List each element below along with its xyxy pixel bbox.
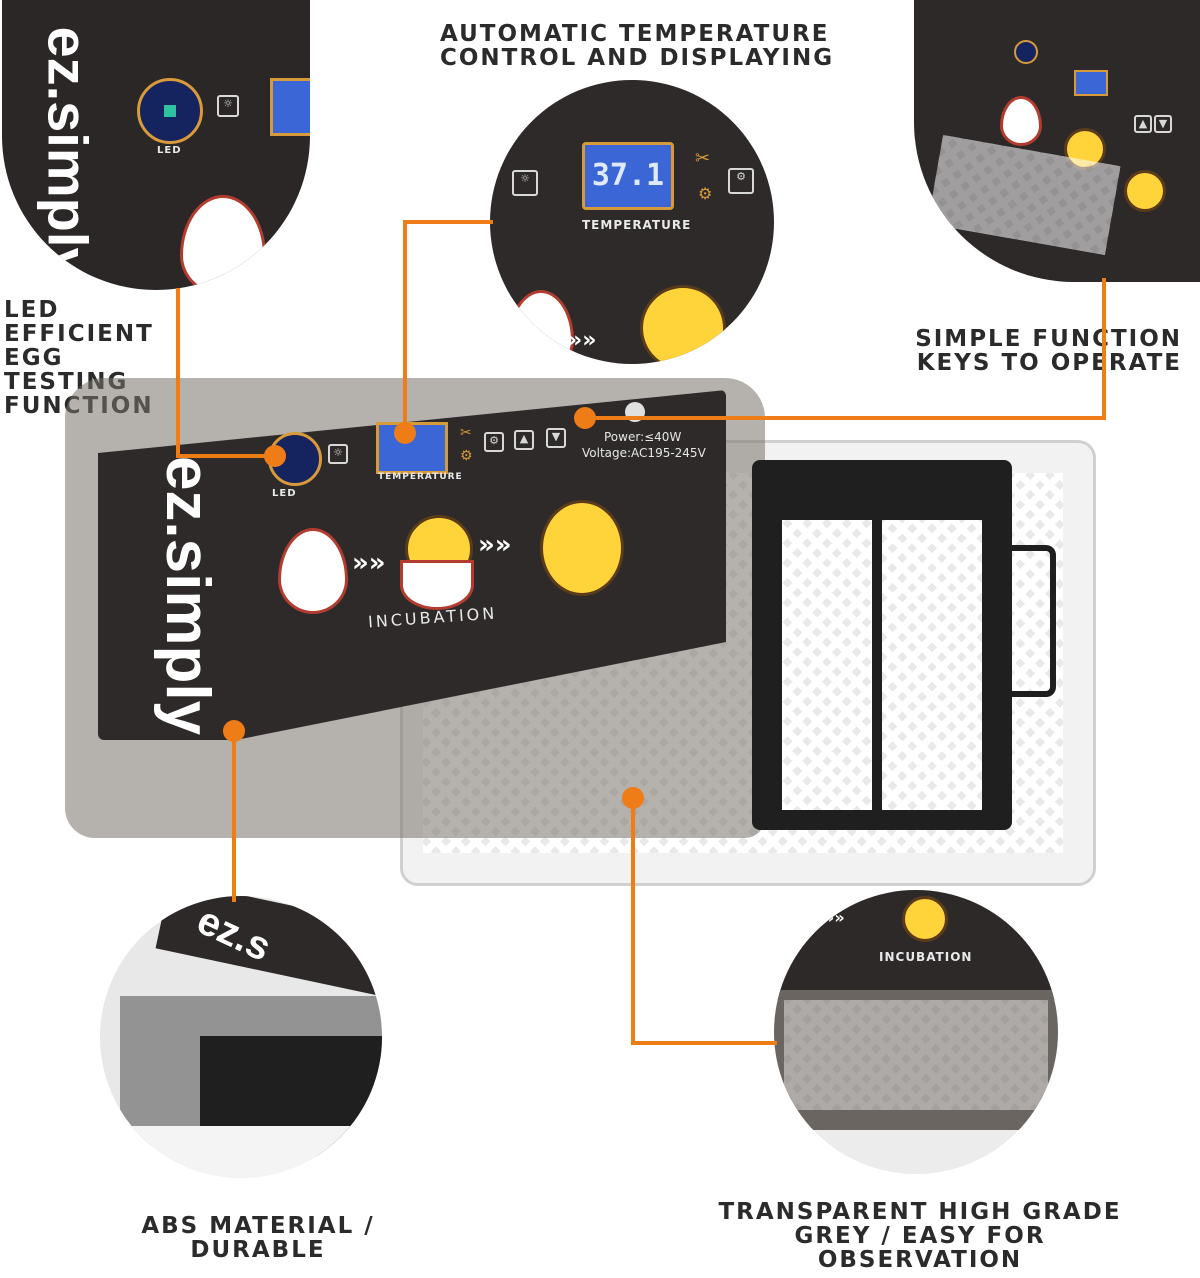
leader-led [176,288,180,458]
down-button: ▼ [546,428,566,448]
led-indicator [164,105,176,117]
leader-temp-h [403,220,493,224]
temperature-label: TEMPERATURE [378,472,463,482]
chick-icon [640,285,726,364]
eggshell-icon [400,560,474,610]
egg-icon-small [1000,96,1042,146]
caption-abs-material: ABS MATERIAL / DURABLE [141,1213,375,1263]
gear-small-icon: ⚙ [698,184,713,203]
leader-keys-v [1102,278,1106,420]
zoom-circle-abs: ez.s [100,896,382,1178]
bulb-icon: ☼ [217,95,239,117]
leader-dot-temp [394,422,416,444]
egg-turner-basket [752,460,1012,830]
led-button-main [268,432,322,486]
led-label-zoom: LED [157,145,182,156]
tray-grid-zoom [784,1000,1048,1110]
bulb-icon-main: ☼ [328,444,348,464]
down-arrow-button: ▼ [1154,115,1172,133]
zoom-circle-led: LED ☼ ez.simply [2,0,310,290]
caption-auto-temperature: AUTOMATIC TEMPERATURE CONTROL AND DISPLA… [440,21,835,71]
arrow-icon-1: »» [352,548,386,578]
led-label: LED [272,488,297,499]
up-button: ▲ [514,430,534,450]
leader-dot-led [264,445,286,467]
led-button [137,78,203,144]
chick-icon-main [540,500,624,596]
led-button-small [1014,40,1038,64]
up-arrow-button: ▲ [1134,115,1152,133]
zoom-circle-function-keys: ▲ ▼ [914,0,1200,282]
power-spec: Power:≤40W [604,430,682,444]
zoom-circle-transparent: INCUBATION »» [774,890,1058,1174]
temperature-label-zoom: TEMPERATURE [582,218,692,232]
lcd-small [1074,70,1108,96]
egg-icon [508,290,574,364]
brand-logo-zoom: ez.simply [36,26,100,279]
egg-icon-zoom [180,195,266,290]
voltage-spec: Voltage:AC195-245V [582,446,706,460]
leader-transparent-h [631,1041,777,1045]
tools-icon: ✂ [695,148,711,169]
arrow-icon-2: »» [478,530,512,560]
lcd-partial [270,78,310,136]
chick-icon-zoom [902,896,948,942]
leader-dot-keys [574,407,596,429]
leader-transparent-v [631,797,635,1045]
basket-grid-left [782,520,872,810]
tools-icon-main: ✂ [460,425,472,441]
basket-handle [1010,545,1056,697]
leader-temp-v [403,220,407,430]
arrows-icon-zoom: »» [824,908,845,927]
leader-abs-v [232,730,236,902]
egg-icon-main [278,528,348,614]
gear-small-icon-main: ⚙ [460,448,473,464]
white-base-corner [100,1126,382,1178]
caption-function-keys: SIMPLE FUNCTION KEYS TO OPERATE [915,326,1182,376]
bulb-icon: ☼ [512,170,538,196]
leader-led-h [176,454,276,458]
gear-button: ⚙ [484,432,504,452]
panel-corner [155,896,382,1003]
leader-keys-h [585,416,1106,420]
gear-icon: ⚙ [728,168,754,194]
arrows-icon: »» [568,328,597,353]
chick-icon-small-2 [1124,170,1166,212]
grey-lid-window [774,990,1058,1130]
incubation-label-zoom: INCUBATION [879,950,973,964]
temperature-lcd-zoom: 37.1 [582,142,674,210]
basket-grid-right [882,520,982,810]
caption-transparent-grey: TRANSPARENT HIGH GRADE GREY / EASY FOR O… [718,1199,1122,1273]
zoom-circle-temperature: 37.1 TEMPERATURE ☼ ⚙ ✂ ⚙ »» [490,80,774,364]
brand-logo: ez.simply [153,455,223,736]
